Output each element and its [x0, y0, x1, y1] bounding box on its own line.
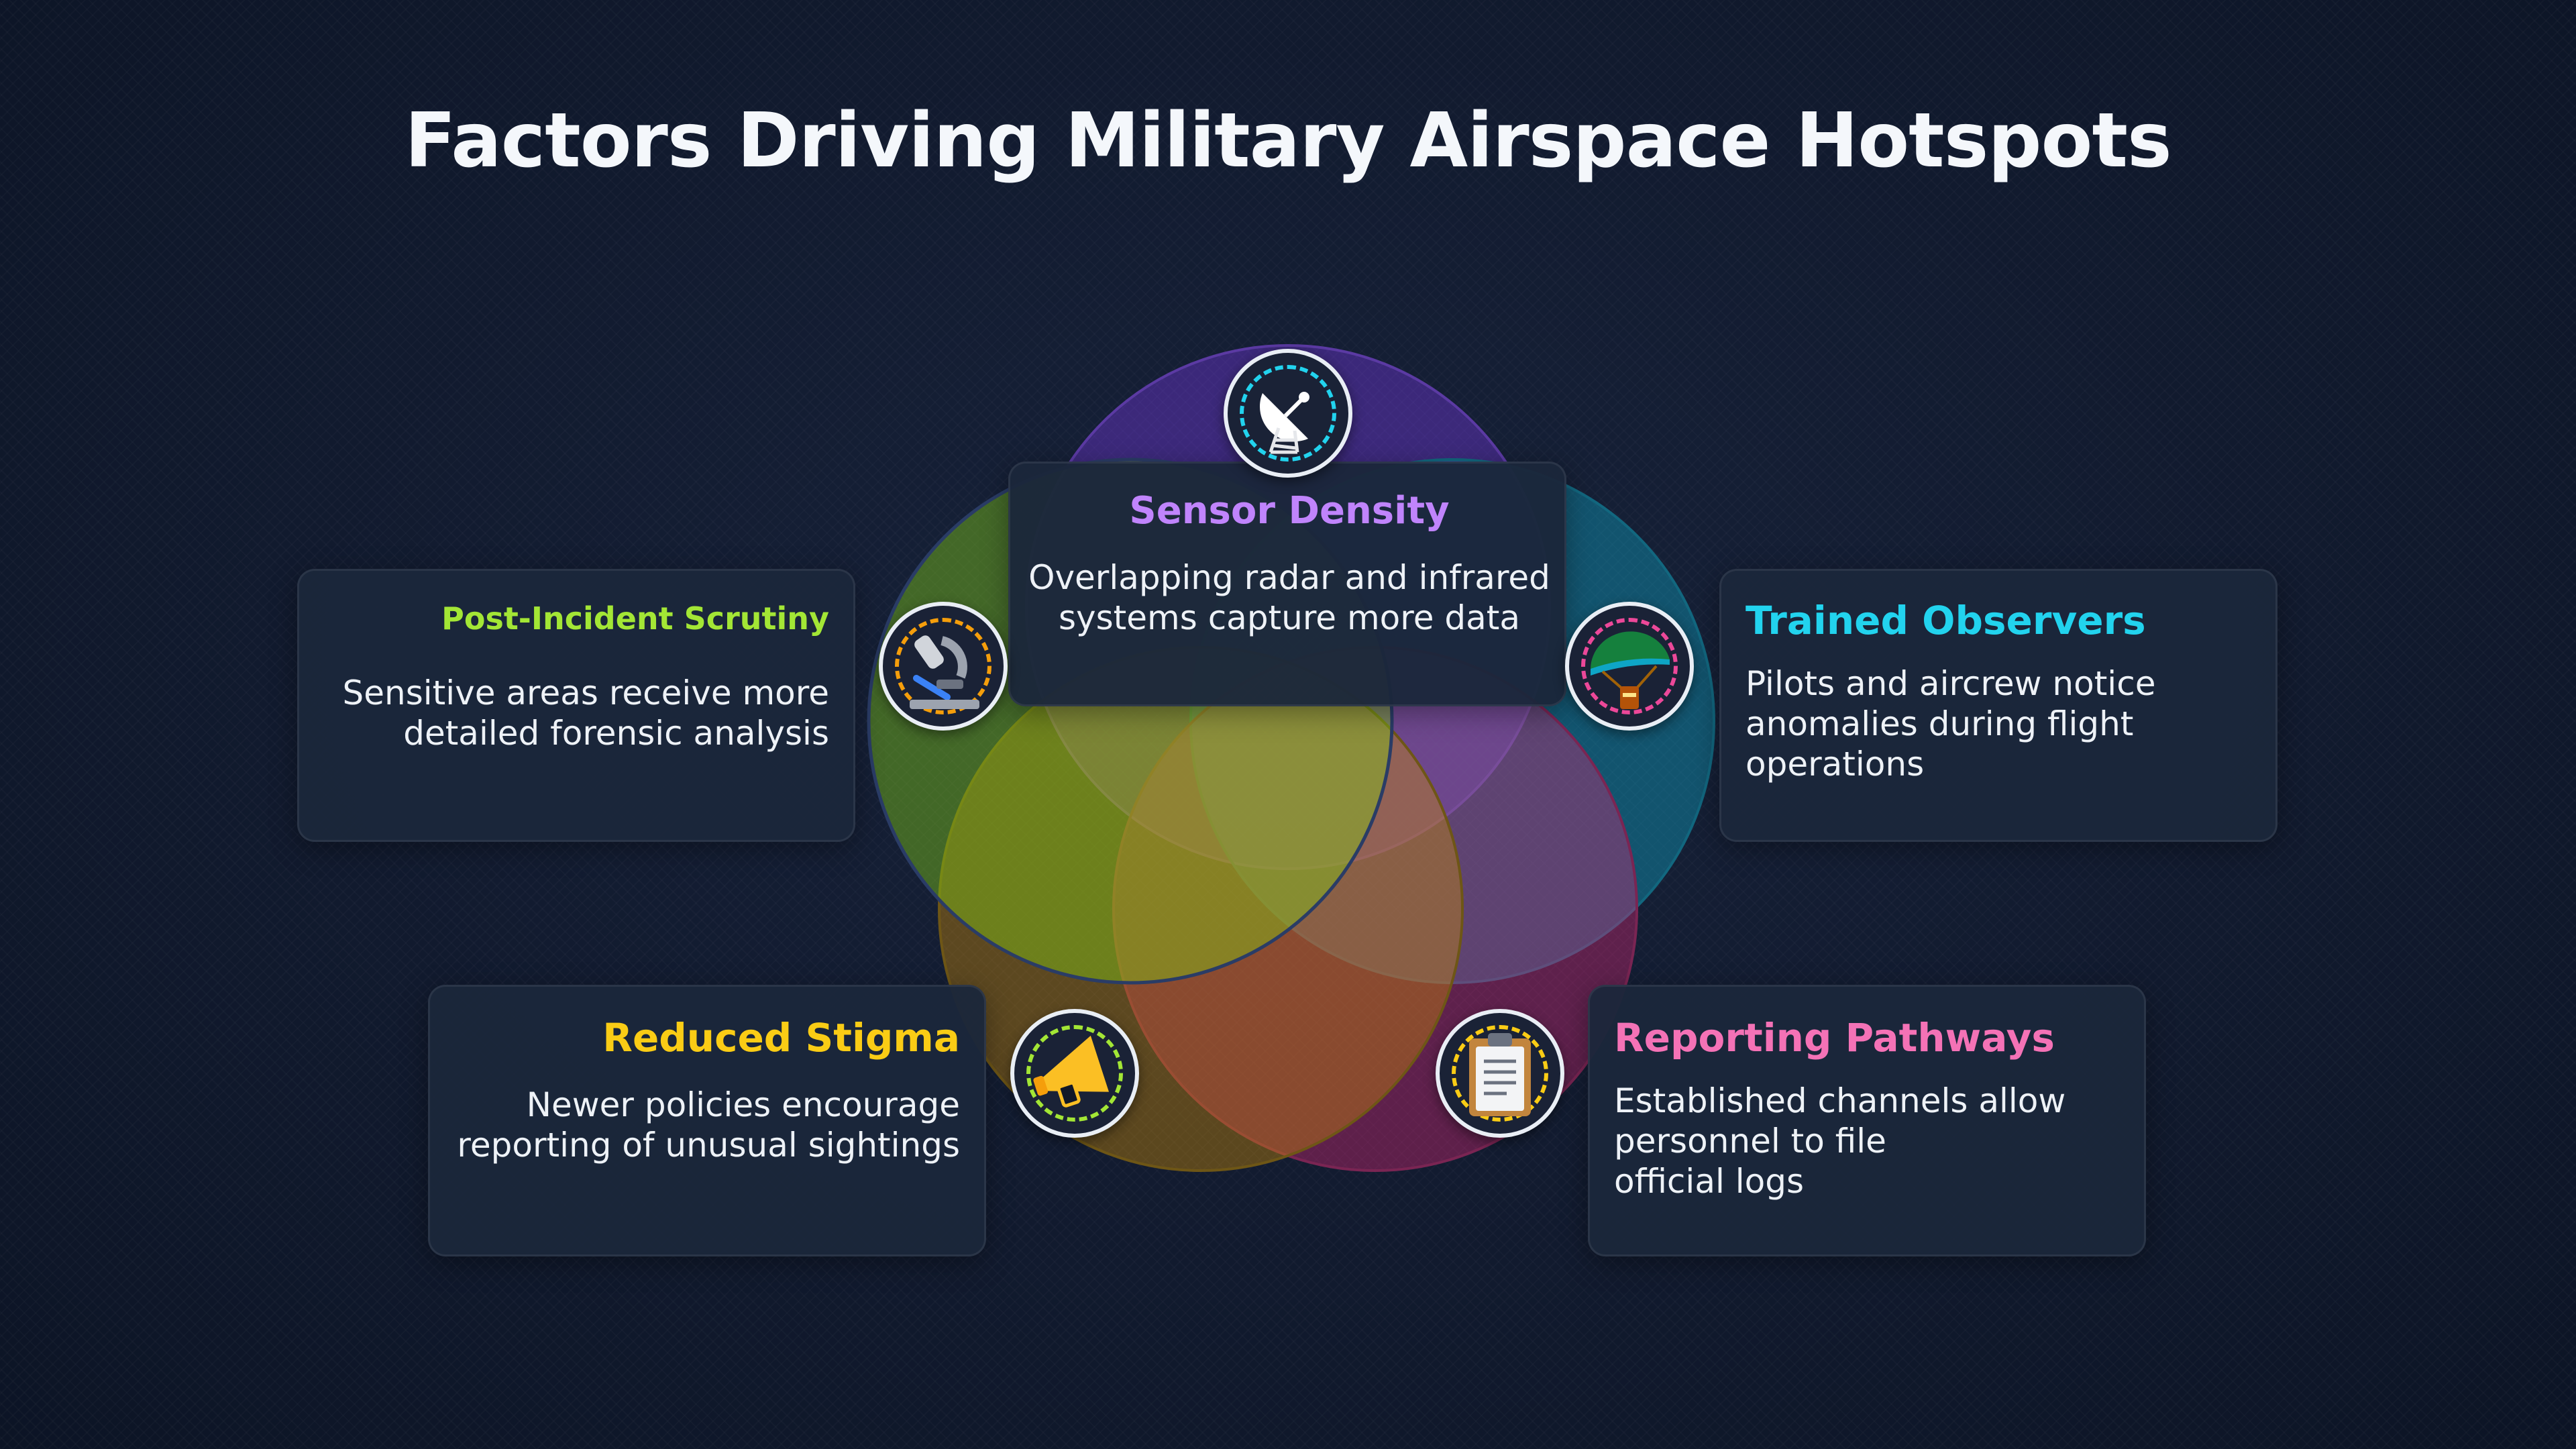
card-title-post-incident-scrutiny: Post-Incident Scrutiny — [441, 600, 829, 637]
card-reduced-stigma: Reduced Stigma Newer policies encourage … — [428, 985, 986, 1256]
megaphone-icon — [1010, 1009, 1139, 1138]
clipboard-icon — [1436, 1009, 1564, 1138]
card-body-sensor-density: Overlapping radar and infrared systems c… — [1028, 558, 1550, 637]
card-title-trained-observers: Trained Observers — [1746, 598, 2146, 643]
card-title-reporting-pathways: Reporting Pathways — [1614, 1015, 2055, 1061]
card-sensor-density: Sensor Density Overlapping radar and inf… — [1008, 462, 1566, 706]
card-title-reduced-stigma: Reduced Stigma — [602, 1015, 960, 1061]
card-reporting-pathways: Reporting Pathways Established channels … — [1588, 985, 2146, 1256]
card-trained-observers: Trained Observers Pilots and aircrew not… — [1719, 569, 2277, 842]
card-body-reduced-stigma: Newer policies encourage reporting of un… — [457, 1085, 960, 1165]
card-post-incident-scrutiny: Post-Incident Scrutiny Sensitive areas r… — [297, 569, 855, 842]
card-title-sensor-density: Sensor Density — [1129, 489, 1450, 533]
parachute-icon — [1565, 602, 1694, 731]
radar-dish-icon — [1224, 349, 1352, 478]
card-body-post-incident-scrutiny: Sensitive areas receive more detailed fo… — [342, 674, 829, 753]
card-body-trained-observers: Pilots and aircrew notice anomalies duri… — [1746, 664, 2156, 784]
card-body-reporting-pathways: Established channels allow personnel to … — [1614, 1081, 2066, 1201]
page-title: Factors Driving Military Airspace Hotspo… — [405, 97, 2171, 184]
microscope-icon — [879, 602, 1008, 731]
